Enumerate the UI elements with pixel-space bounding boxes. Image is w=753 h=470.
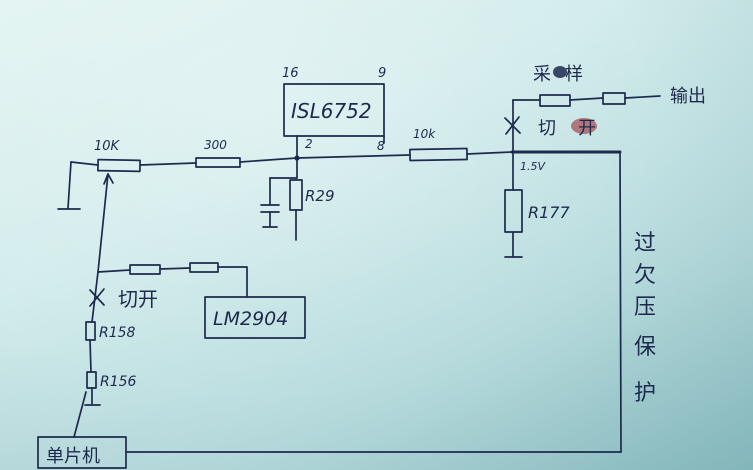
chain-wire xyxy=(91,271,99,323)
protection-bus-right xyxy=(619,151,622,453)
pot-label: 10K xyxy=(94,139,121,154)
mcu-block: 单片机 xyxy=(37,436,622,469)
resistor-body xyxy=(409,147,468,162)
r29-branch: R29 xyxy=(260,157,335,241)
sample-resistor-1 xyxy=(539,94,571,107)
wiper-lead xyxy=(97,173,109,273)
r29-label: R29 xyxy=(305,187,335,205)
pin-16-label: 16 xyxy=(282,66,299,81)
wire-segment xyxy=(70,161,99,166)
isl6752-chip: ISL6752 16 9 2 8 xyxy=(282,66,386,159)
wire-segment xyxy=(139,162,197,166)
branch-wire xyxy=(97,269,131,273)
resistor-300-label: 300 xyxy=(204,138,227,152)
potentiometer-10k: 10K xyxy=(94,139,141,273)
output-wire xyxy=(624,95,661,99)
cut-left-label: 切开 xyxy=(118,287,158,311)
r156-label: R156 xyxy=(100,374,137,390)
resistor-body xyxy=(129,264,161,275)
protection-char: 保 xyxy=(634,335,656,360)
lm2904-label: LM2904 xyxy=(213,308,288,330)
ground-lead xyxy=(67,161,72,209)
sample-resistor-2 xyxy=(602,92,626,105)
wire-segment xyxy=(239,154,411,163)
cut-mark-stroke xyxy=(505,116,520,135)
branch-wire xyxy=(217,266,248,298)
pot-body xyxy=(97,158,141,173)
resistor-10k: 10k xyxy=(409,127,468,162)
protection-label: 过 欠 压 保 护 xyxy=(634,231,656,406)
branch-wire xyxy=(159,267,191,270)
protection-char: 护 xyxy=(634,381,656,406)
chip-body xyxy=(283,83,385,137)
pin-8-label: 8 xyxy=(377,139,385,153)
protection-char: 压 xyxy=(634,295,656,320)
pin-2-label: 2 xyxy=(305,137,313,151)
sample-wire xyxy=(569,97,604,101)
left-chain: 切开 R158 R156 xyxy=(73,271,158,438)
left-ground xyxy=(57,161,81,210)
voltage-label: 1.5V xyxy=(520,160,546,173)
pin-9-label: 9 xyxy=(378,66,386,81)
r29-body xyxy=(289,179,303,211)
lm2904-branch: LM2904 xyxy=(97,262,306,339)
resistor-10k-label: 10k xyxy=(413,127,436,141)
mcu-label: 单片机 xyxy=(46,446,100,467)
ink-blot xyxy=(553,66,567,78)
chain-wire xyxy=(89,339,92,373)
right-branch: R177 采样 输出 切开 1.5V xyxy=(504,64,706,453)
r158-body xyxy=(85,321,96,341)
lm2904-box xyxy=(204,296,306,339)
mcu-wire xyxy=(73,391,87,438)
r177-body xyxy=(504,189,523,233)
cut-right-label: 切开 xyxy=(538,118,618,139)
red-smudge xyxy=(571,118,597,134)
resistor-body xyxy=(195,157,241,168)
main-wire xyxy=(70,151,513,166)
cut-mark-stroke xyxy=(89,288,105,307)
sample-label: 采样 xyxy=(533,64,597,85)
chip-name: ISL6752 xyxy=(291,99,372,123)
resistor-300: 300 xyxy=(195,138,241,168)
r156-body xyxy=(86,371,97,389)
r158-label: R158 xyxy=(99,325,136,341)
protection-char: 欠 xyxy=(634,263,656,288)
wire-segment xyxy=(466,151,513,155)
protection-char: 过 xyxy=(634,231,656,256)
r177-label: R177 xyxy=(528,203,570,222)
resistor-body xyxy=(189,262,219,273)
output-label: 输出 xyxy=(670,86,706,107)
